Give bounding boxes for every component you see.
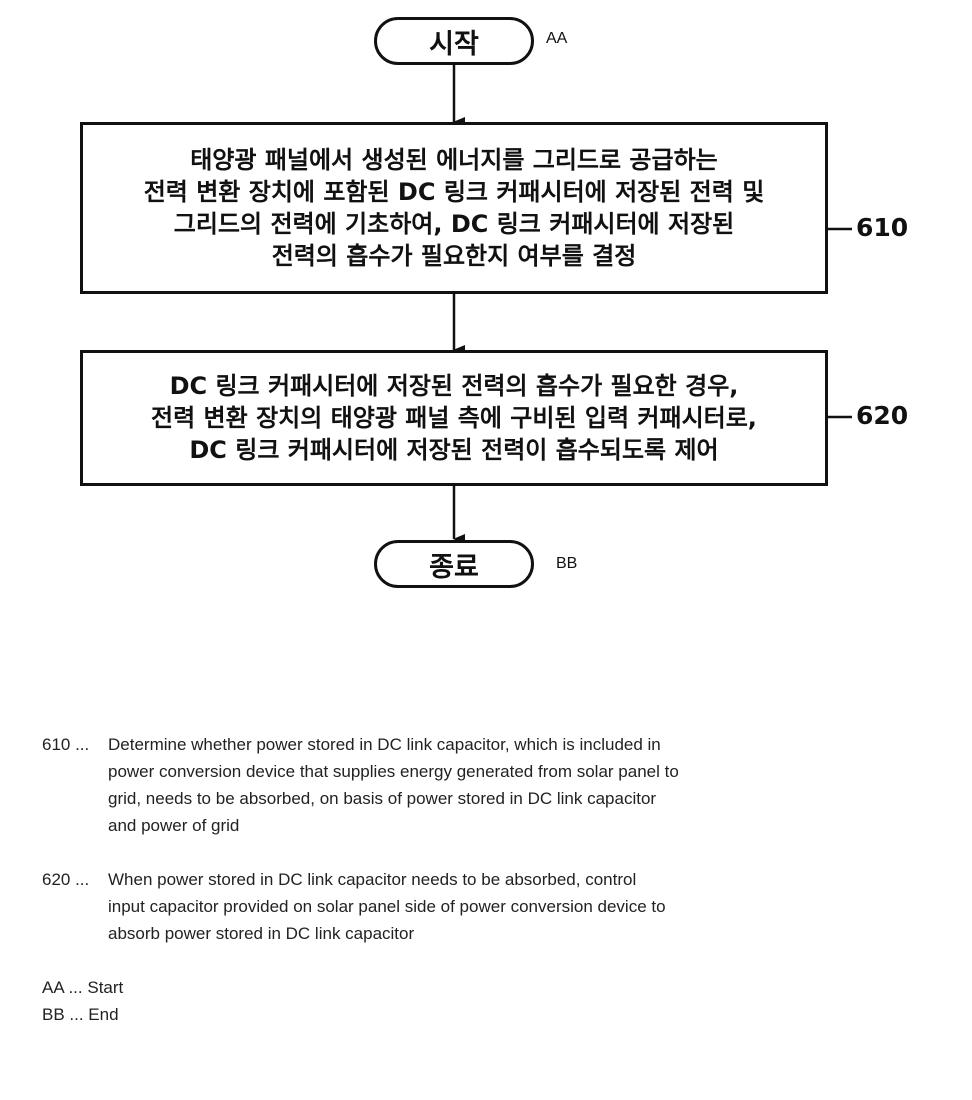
legend-end-entry: BB ... End [42,1001,123,1028]
end-terminal: 종료 [374,540,534,588]
process-box-620: DC 링크 커패시터에 저장된 전력의 흡수가 필요한 경우, 전력 변환 장치… [80,350,828,486]
legend-line: and power of grid [108,812,679,839]
legend-key: 620 ... [42,866,108,947]
legend-key: 610 ... [42,731,108,839]
legend-line: power conversion device that supplies en… [108,758,679,785]
start-tag: AA [546,30,567,48]
legend-short-entries: AA ... Start BB ... End [42,974,123,1028]
end-label: 종료 [429,545,479,584]
process-610-line: 전력의 흡수가 필요한지 여부를 결정 [272,240,637,272]
legend-entry-610: 610 ... Determine whether power stored i… [42,731,679,839]
start-label: 시작 [429,22,479,61]
process-620-line: DC 링크 커패시터에 저장된 전력의 흡수가 필요한 경우, [170,370,739,402]
legend-line: absorb power stored in DC link capacitor [108,920,666,947]
legend-line: When power stored in DC link capacitor n… [108,866,666,893]
process-620-line: DC 링크 커패시터에 저장된 전력이 흡수되도록 제어 [189,434,718,466]
start-terminal: 시작 [374,17,534,65]
end-tag: BB [556,555,577,573]
process-610-line: 그리드의 전력에 기초하여, DC 링크 커패시터에 저장된 [174,208,734,240]
process-610-line: 전력 변환 장치에 포함된 DC 링크 커패시터에 저장된 전력 및 [144,176,765,208]
reference-620: 620 [856,401,908,430]
process-610-line: 태양광 패널에서 생성된 에너지를 그리드로 공급하는 [190,144,718,176]
process-box-610: 태양광 패널에서 생성된 에너지를 그리드로 공급하는 전력 변환 장치에 포함… [80,122,828,294]
legend-entry-620: 620 ... When power stored in DC link cap… [42,866,666,947]
process-620-line: 전력 변환 장치의 태양광 패널 측에 구비된 입력 커패시터로, [151,402,757,434]
legend-line: Determine whether power stored in DC lin… [108,731,679,758]
legend-start-entry: AA ... Start [42,974,123,1001]
reference-610: 610 [856,213,908,242]
legend-line: input capacitor provided on solar panel … [108,893,666,920]
legend-line: grid, needs to be absorbed, on basis of … [108,785,679,812]
